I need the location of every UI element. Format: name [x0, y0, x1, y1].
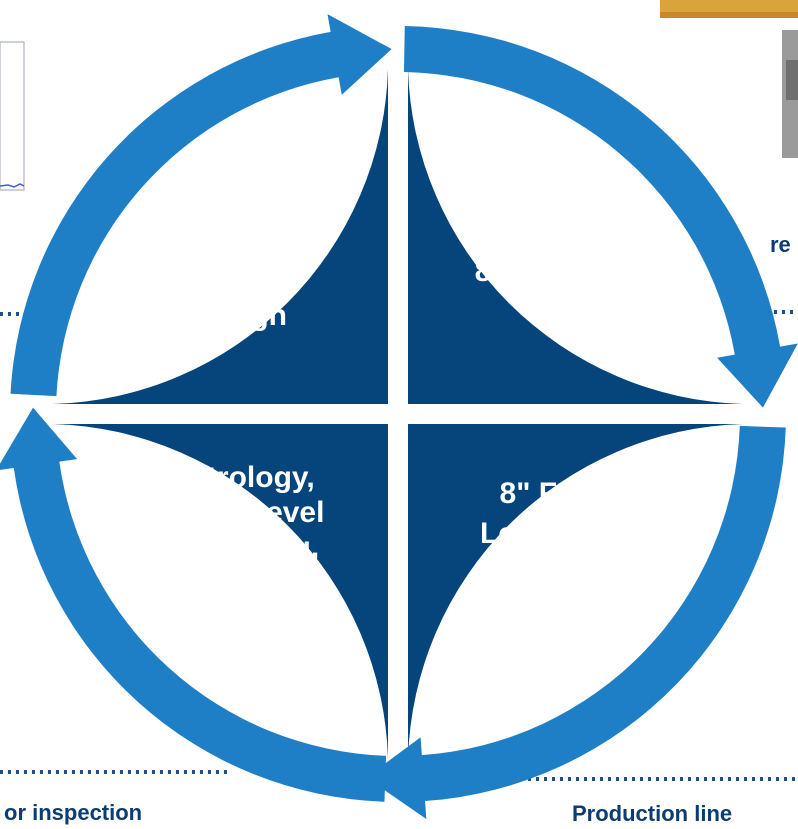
- cropped-photo-top: [660, 0, 798, 18]
- quadrant-label-wafer-fab: 8" (6") Wafer Fab: [430, 254, 700, 324]
- caption-right-cropped: re: [770, 232, 791, 257]
- label-line: 8" Fab for: [499, 477, 641, 510]
- quadrant-label-metrology-packaging: Metrology, Wafer-Level Packaging, Inspec…: [115, 460, 365, 600]
- label-line: Lens Imprint: [479, 517, 660, 550]
- quadrant-label-optical-system-design: Optical System Design: [137, 228, 337, 333]
- quadrant-lens-imprint-fab: [408, 424, 743, 759]
- cycle-arrow-bottom-left: [0, 407, 387, 802]
- cycle-arrow-bottom-right: [366, 425, 786, 820]
- cropped-chart-fragment: [0, 41, 25, 191]
- quadrant-label-lens-imprint-fab: 8" Fab for Lens Imprint (12" in 2019): [440, 474, 700, 600]
- label-line: Optical: [186, 229, 288, 262]
- label-line: Inspection: [164, 566, 315, 599]
- label-line: Design: [186, 299, 288, 332]
- quadrant-optical-system-design: [53, 69, 388, 404]
- caption-bottom-right-cropped: Production line: [572, 801, 733, 826]
- label-line: Fab: [538, 290, 592, 323]
- label-line: System: [183, 264, 291, 297]
- caption-bottom-left-cropped: or inspection: [4, 800, 143, 825]
- label-line: 8" (6") Wafer: [474, 255, 656, 288]
- quadrant-metrology-packaging: [53, 424, 388, 759]
- quadrant-wafer-fab: [408, 69, 743, 404]
- cycle-arrow-top-left: [10, 14, 392, 397]
- label-line: Wafer-Level: [155, 496, 325, 529]
- cycle-arrow-top-right: [403, 26, 798, 408]
- cropped-photo-right: [782, 30, 798, 158]
- label-line: Metrology,: [165, 461, 315, 494]
- label-line: (12" in 2019): [481, 563, 659, 596]
- label-line: Packaging,: [160, 531, 320, 564]
